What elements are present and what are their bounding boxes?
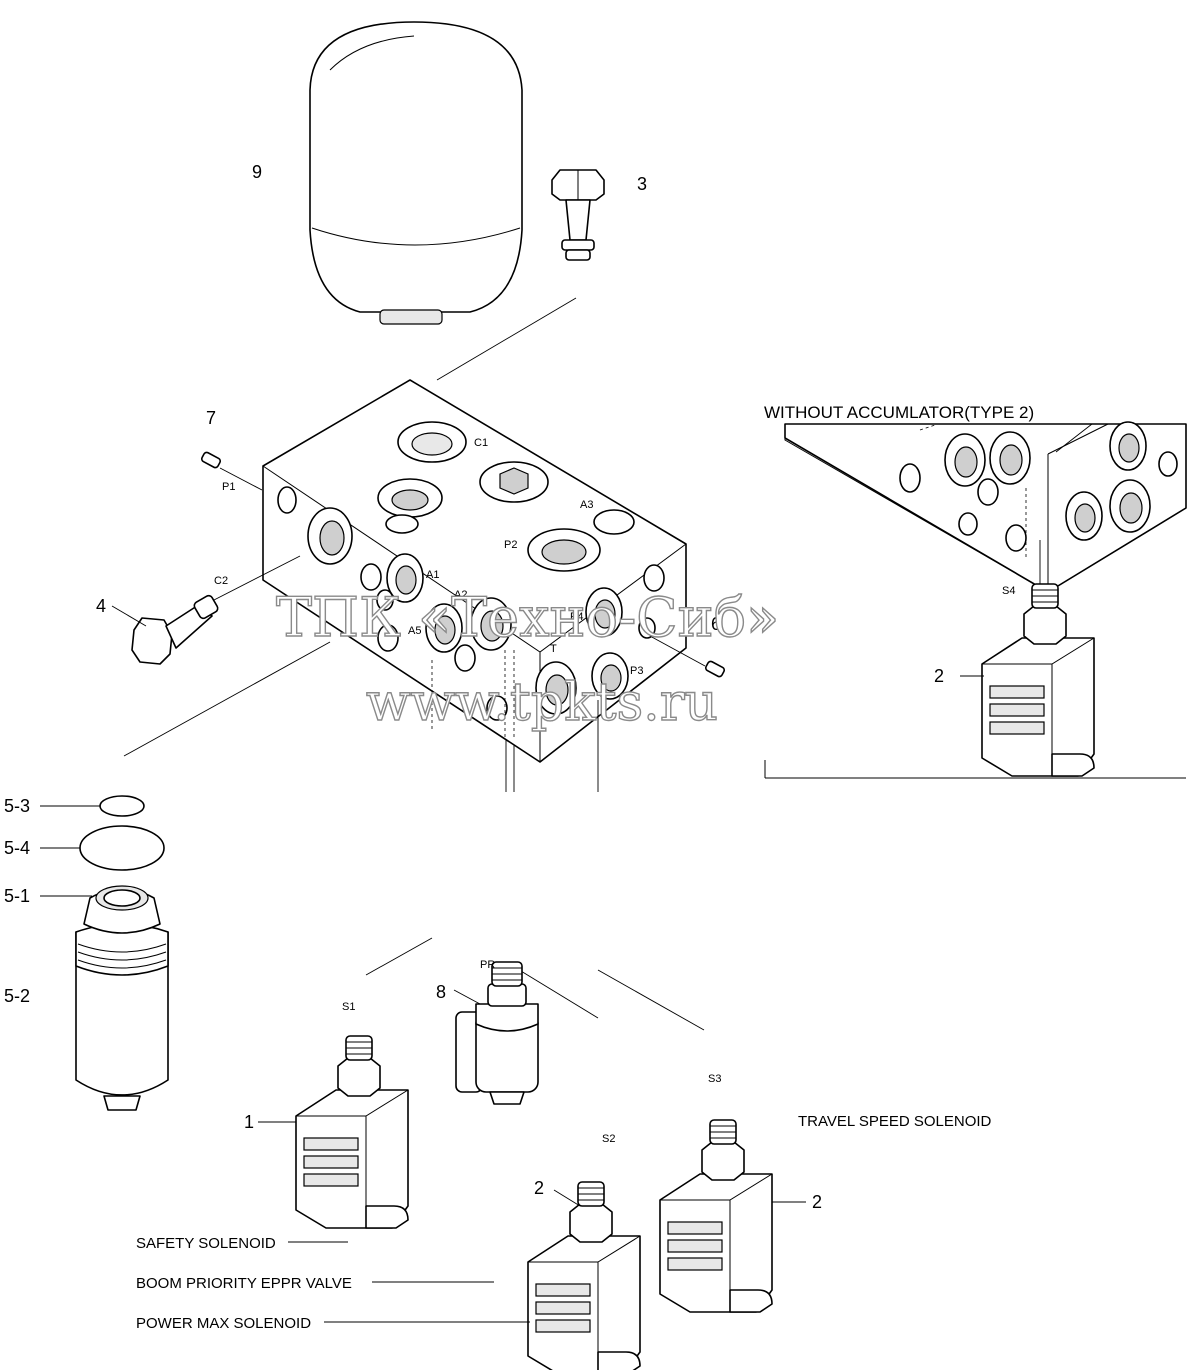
callout-6: 6	[711, 614, 721, 634]
callout-2-s3: 2	[812, 1192, 822, 1212]
valve-block	[262, 379, 687, 763]
solenoid-s3	[659, 1119, 773, 1313]
port-label-p3: P3	[630, 665, 643, 677]
callout-leaders	[40, 605, 984, 1323]
port-label-t: T	[550, 643, 557, 655]
watermark-url: www.tpkts.ru	[366, 673, 718, 733]
type2-inset	[764, 421, 1187, 779]
cartridge-part-5-1	[75, 885, 169, 1111]
port-label-p2: P2	[504, 539, 517, 551]
port-label-a5: A5	[408, 625, 421, 637]
callout-5-1: 5-1	[4, 886, 30, 906]
set-screw-part-7	[200, 451, 263, 491]
watermark-company: ТПК «Техно-Сиб»	[276, 586, 779, 649]
callout-3: 3	[637, 174, 647, 194]
callout-4: 4	[96, 596, 106, 616]
callout-9: 9	[252, 162, 262, 182]
callout-7: 7	[206, 408, 216, 428]
callout-5-4: 5-4	[4, 838, 30, 858]
assembly-lines	[123, 297, 705, 1031]
callout-2-s2: 2	[534, 1178, 544, 1198]
o-ring-part-5-4	[79, 825, 165, 871]
port-label-a2: A2	[454, 589, 467, 601]
port-label-a3: A3	[580, 499, 593, 511]
accumulator	[309, 21, 523, 325]
solenoid-s2	[527, 1181, 641, 1370]
port-label-s3: S3	[708, 1073, 721, 1085]
set-screw-part-6	[649, 635, 726, 678]
safety-solenoid-label: SAFETY SOLENOID	[136, 1235, 276, 1252]
solenoid-s1	[295, 1035, 409, 1229]
port-label-c1: C1	[474, 437, 488, 449]
port-label-s4: S4	[1002, 585, 1015, 597]
port-label-s2: S2	[602, 1133, 615, 1145]
callout-5-2: 5-2	[4, 986, 30, 1006]
callout-5-3: 5-3	[4, 796, 30, 816]
port-label-s1: S1	[342, 1001, 355, 1013]
solenoid-s4	[981, 583, 1095, 777]
callout-2-type2: 2	[934, 666, 944, 686]
plug-bolt-part-4	[131, 555, 301, 665]
eppr-valve	[455, 961, 539, 1105]
bolt-part-3	[551, 169, 605, 261]
power-max-label: POWER MAX SOLENOID	[136, 1315, 311, 1332]
port-label-p1: P1	[222, 481, 235, 493]
type2-heading: WITHOUT ACCUMLATOR(TYPE 2)	[764, 403, 1034, 422]
port-label-p4: P4	[570, 611, 583, 623]
port-label-a1: A1	[426, 569, 439, 581]
callout-1: 1	[244, 1112, 254, 1132]
callout-8: 8	[436, 982, 446, 1002]
port-label-pr: PR	[480, 959, 495, 971]
travel-speed-label: TRAVEL SPEED SOLENOID	[798, 1113, 992, 1130]
port-bore-lines	[505, 700, 599, 792]
boom-priority-label: BOOM PRIORITY EPPR VALVE	[136, 1275, 352, 1292]
port-label-c2: C2	[214, 575, 228, 587]
o-ring-part-5-3	[99, 795, 145, 817]
